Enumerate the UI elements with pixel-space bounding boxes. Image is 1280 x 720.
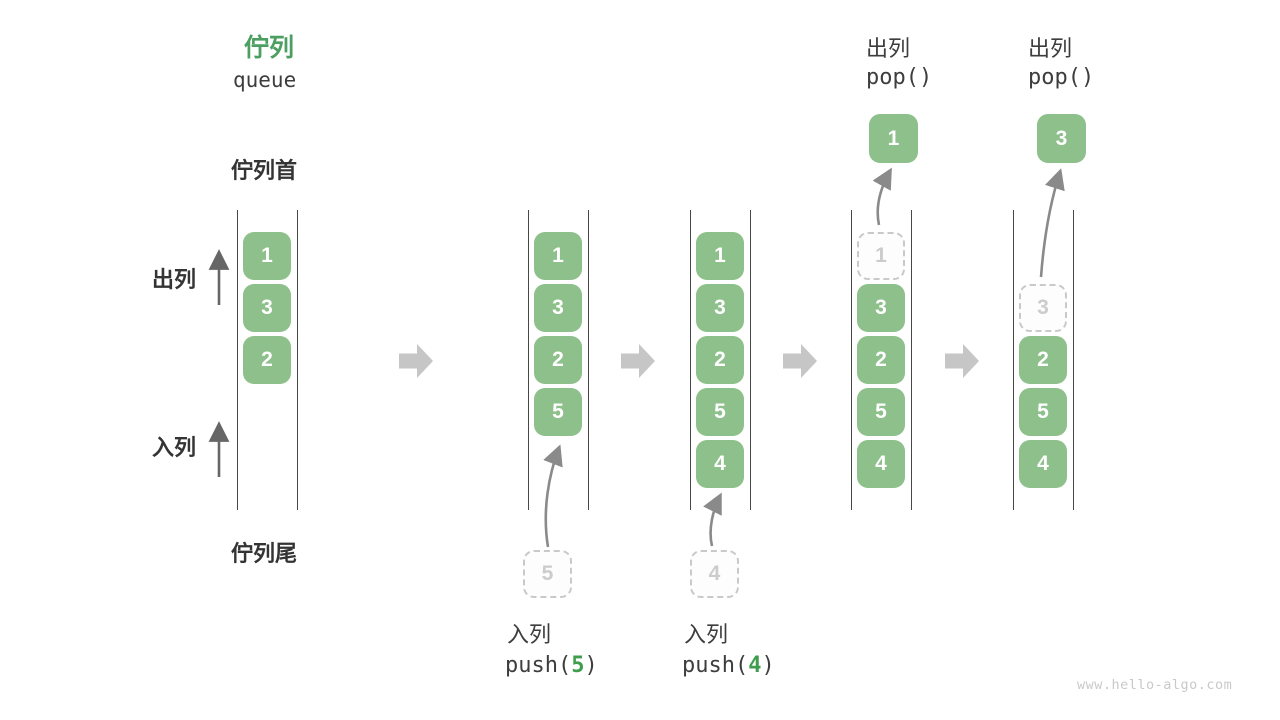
queue-channel-2: 1 3 2 5 <box>528 210 589 510</box>
queue-item: 3 <box>243 284 291 332</box>
queue-item-removed: 3 <box>1019 284 1067 332</box>
fn-close: ) <box>761 653 775 678</box>
queue-item: 2 <box>696 336 744 384</box>
state-transition-arrow-icon <box>399 344 433 378</box>
popped-item: 1 <box>869 114 918 163</box>
state-transition-arrow-icon <box>945 344 979 378</box>
queue-item: 2 <box>1019 336 1067 384</box>
queue-item: 3 <box>857 284 905 332</box>
queue-item: 1 <box>534 232 582 280</box>
diagram-title: 佇列 <box>244 34 295 62</box>
dequeue-op-label: 出列 <box>866 36 911 61</box>
enqueue-side-label: 入列 <box>152 435 197 460</box>
fn-open: push( <box>682 653 749 678</box>
pop-call-label: pop() <box>866 65 933 90</box>
site-watermark: www.hello-algo.com <box>1077 677 1233 693</box>
queue-rear-label: 佇列尾 <box>231 541 298 566</box>
queue-item: 5 <box>534 388 582 436</box>
queue-item: 4 <box>1019 440 1067 488</box>
enqueue-op-label: 入列 <box>684 622 729 647</box>
popped-item: 3 <box>1037 114 1086 163</box>
fn-close: ) <box>584 653 598 678</box>
queue-item: 2 <box>534 336 582 384</box>
queue-item: 1 <box>243 232 291 280</box>
queue-channel-4: 1 3 2 5 4 <box>851 210 912 510</box>
fn-arg: 4 <box>748 653 762 678</box>
queue-channel-5: 3 2 5 4 <box>1013 210 1074 510</box>
queue-channel-3: 1 3 2 5 4 <box>690 210 751 510</box>
push5-call-label: push(5) <box>505 653 598 678</box>
diagram-subtitle: queue <box>233 68 297 92</box>
queue-item: 5 <box>696 388 744 436</box>
queue-channel-1: 1 3 2 <box>237 210 298 510</box>
dequeue-side-label: 出列 <box>152 267 197 292</box>
queue-item: 3 <box>696 284 744 332</box>
queue-item: 1 <box>696 232 744 280</box>
queue-item: 5 <box>1019 388 1067 436</box>
incoming-item: 5 <box>523 550 572 598</box>
queue-item: 4 <box>696 440 744 488</box>
queue-item: 2 <box>857 336 905 384</box>
state-transition-arrow-icon <box>783 344 817 378</box>
pop-call-label: pop() <box>1028 65 1095 90</box>
push4-call-label: push(4) <box>682 653 775 678</box>
queue-item: 4 <box>857 440 905 488</box>
dequeue-op-label: 出列 <box>1028 36 1073 61</box>
state-transition-arrow-icon <box>621 344 655 378</box>
queue-front-label: 佇列首 <box>231 158 298 183</box>
queue-item: 2 <box>243 336 291 384</box>
queue-item: 3 <box>534 284 582 332</box>
queue-item: 5 <box>857 388 905 436</box>
enqueue-op-label: 入列 <box>507 622 552 647</box>
queue-item-removed: 1 <box>857 232 905 280</box>
fn-arg: 5 <box>571 653 585 678</box>
fn-open: push( <box>505 653 572 678</box>
incoming-item: 4 <box>690 550 739 598</box>
